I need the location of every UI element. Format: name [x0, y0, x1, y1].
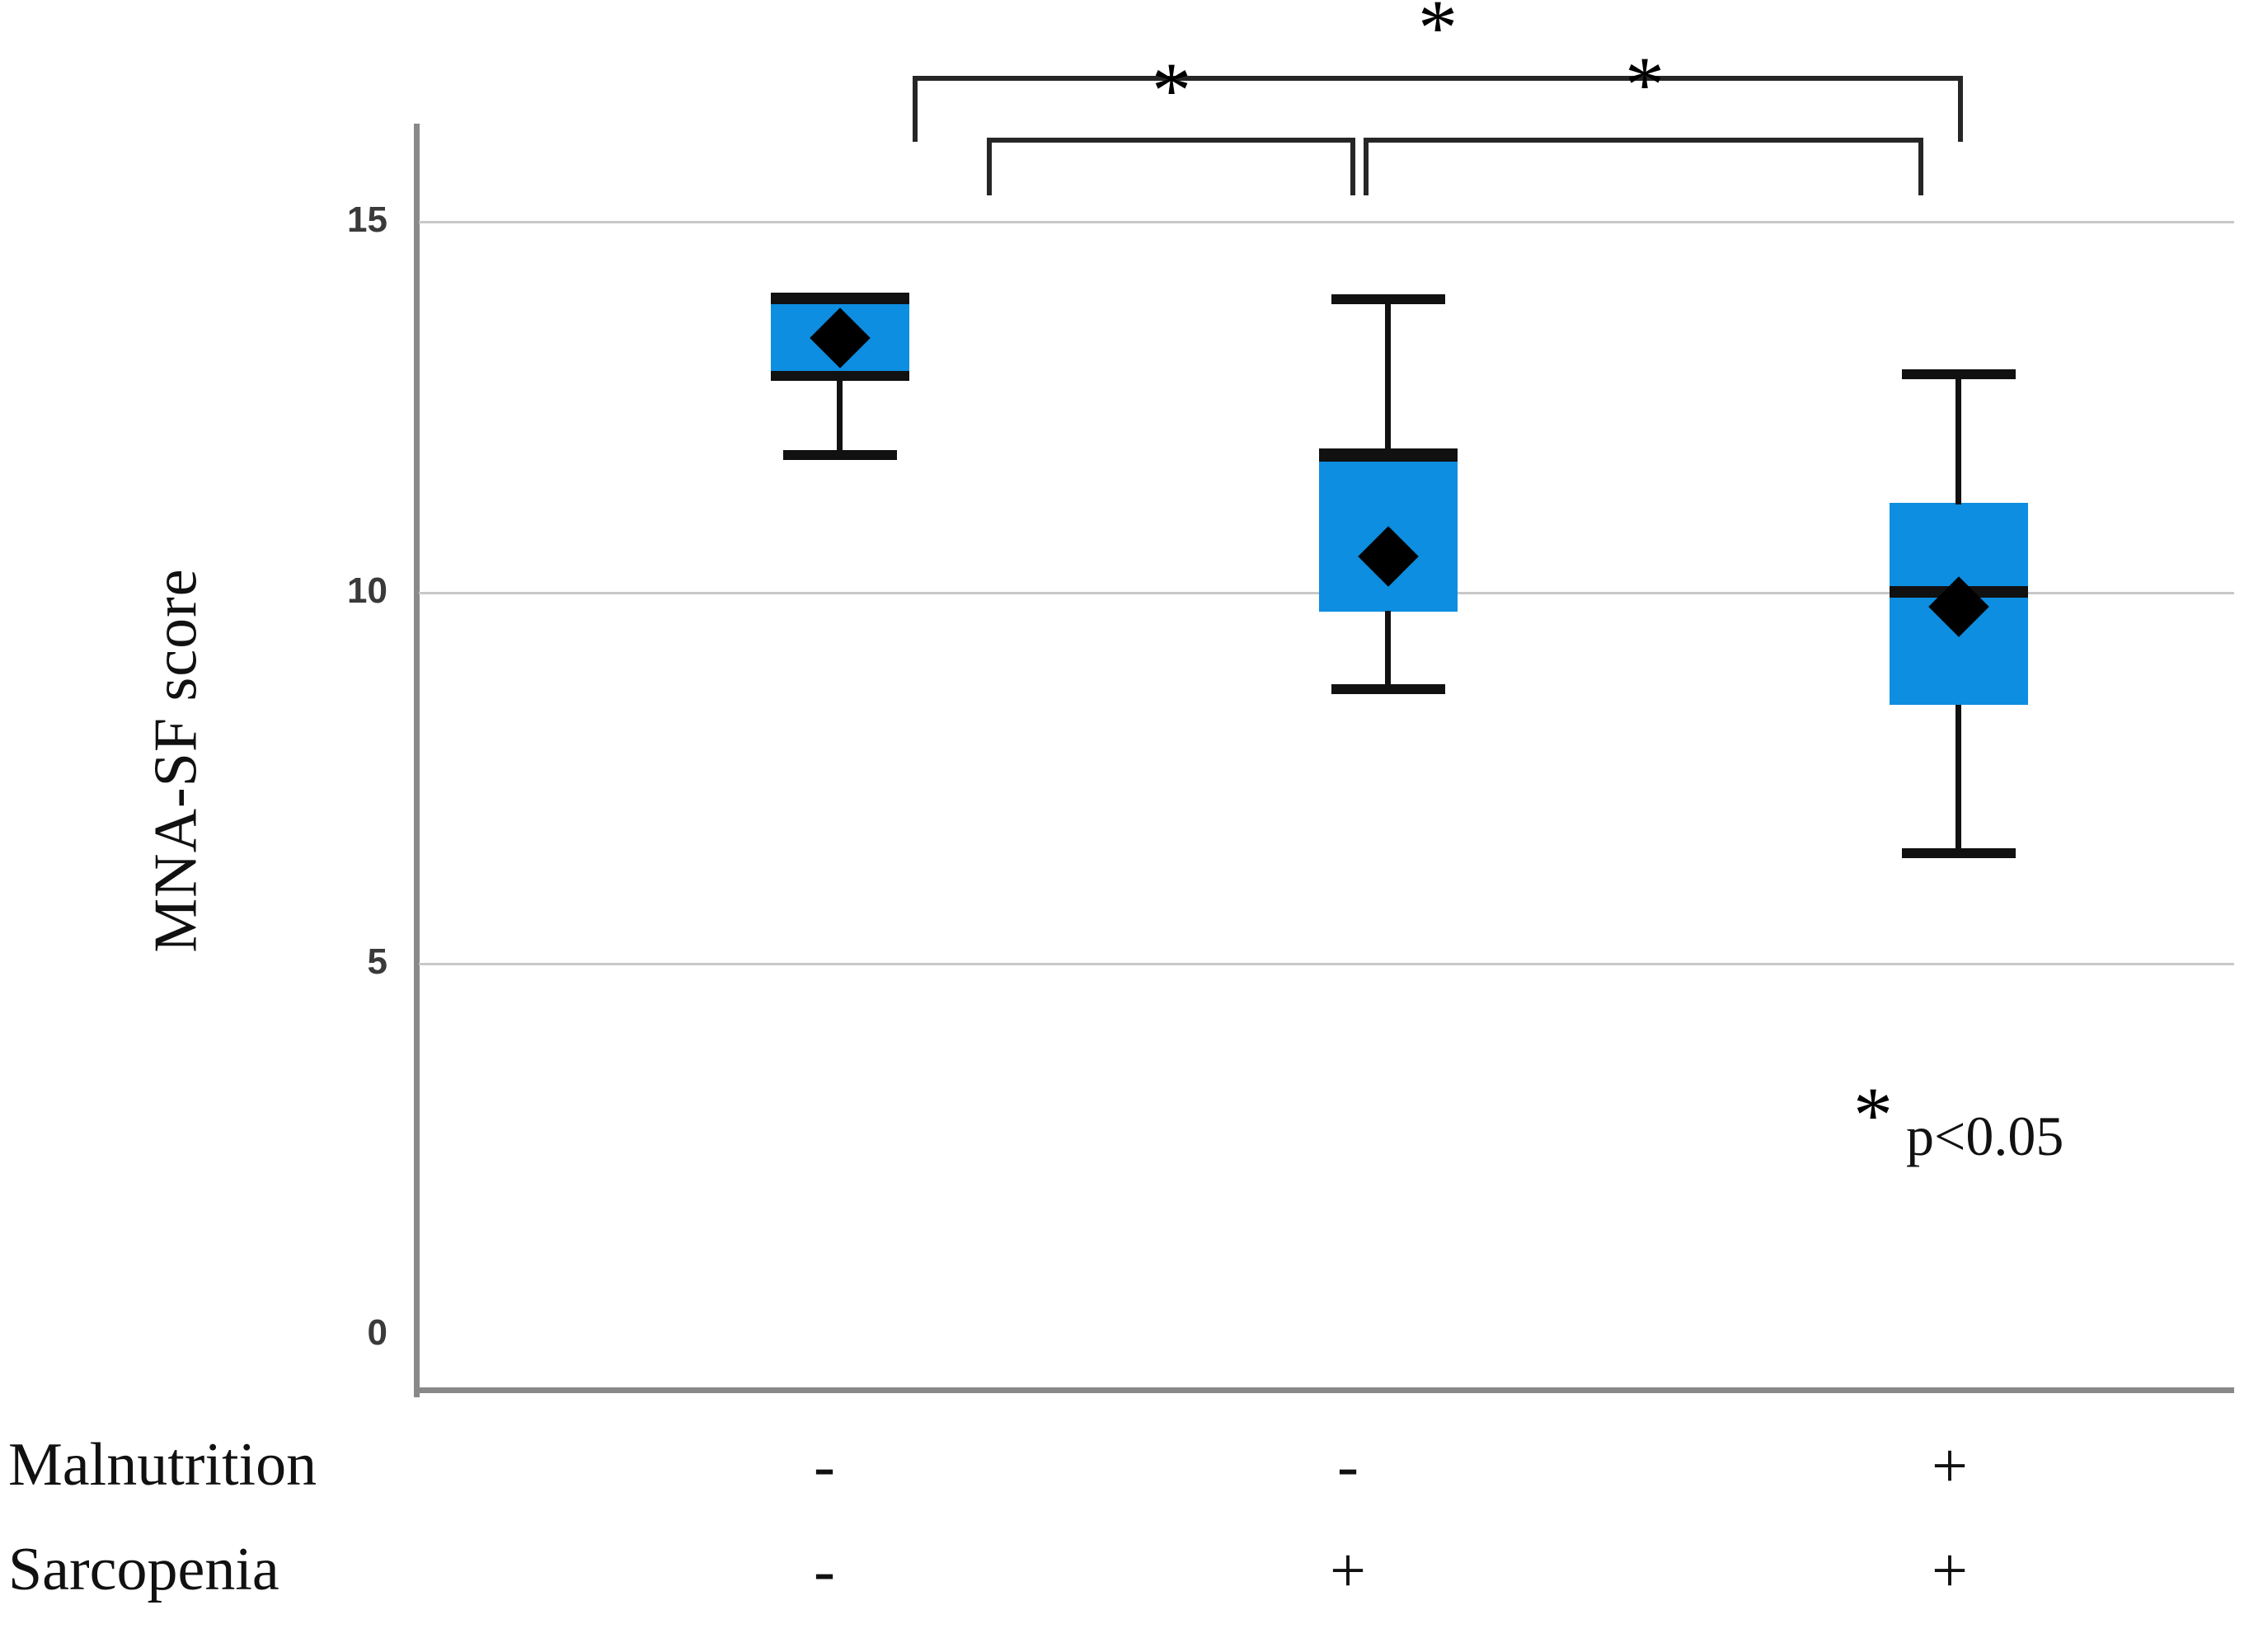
cell-malnutrition-group-1: - [814, 1429, 835, 1501]
significance-star-1-2: * [1152, 46, 1191, 134]
box-1-lower-whisker-stem [837, 378, 843, 455]
bracket-bar [913, 76, 1963, 81]
bracket-leg-left [1364, 138, 1369, 195]
row-label-malnutrition: Malnutrition [8, 1431, 317, 1499]
bracket-leg-left [987, 138, 992, 195]
box-3-lower-whisker-stem [1955, 705, 1961, 853]
cell-sarcopenia-group-2: + [1330, 1534, 1366, 1606]
plot-area [419, 221, 2234, 1392]
y-tick-label-5: 5 [367, 941, 387, 982]
box-1-lower-whisker-cap [783, 450, 897, 460]
significance-bracket-2-3 [1364, 138, 1923, 195]
box-2-lower-whisker-stem [1385, 611, 1391, 692]
cell-malnutrition-group-3: + [1932, 1429, 1968, 1501]
significance-bracket-1-2 [987, 138, 1355, 195]
bracket-bar [1364, 138, 1923, 143]
box-2-upper-whisker-cap [1331, 294, 1445, 304]
box-3-upper-whisker-cap [1902, 369, 2016, 379]
y-axis-title: MNA-SF score [142, 568, 210, 953]
legend-p-value-text: p<0.05 [1906, 1105, 2064, 1167]
significance-star-1-3: * [1418, 0, 1458, 72]
gridline-5 [419, 963, 2234, 965]
gridline-15 [419, 221, 2234, 223]
significance-star-2-3: * [1625, 40, 1664, 129]
cell-sarcopenia-group-1: - [814, 1534, 835, 1606]
y-axis-line [414, 124, 420, 1397]
x-axis-line [414, 1387, 2234, 1393]
chart-legend: * p<0.05 [1853, 1071, 2064, 1167]
box-1-bottom-edge [771, 371, 909, 381]
bracket-bar [987, 138, 1355, 143]
box-1-median-line [771, 293, 909, 304]
legend-asterisk-icon: * [1853, 1071, 1893, 1159]
box-3-lower-whisker-cap [1902, 848, 2016, 858]
y-tick-label-0: 0 [367, 1312, 387, 1353]
bracket-leg-right [1958, 76, 1963, 142]
significance-bracket-1-3 [913, 76, 1963, 142]
bracket-leg-right [1918, 138, 1923, 195]
box-2-lower-whisker-cap [1331, 684, 1445, 694]
bracket-leg-left [913, 76, 918, 142]
box-3-upper-whisker-stem [1955, 374, 1961, 505]
bracket-leg-right [1350, 138, 1355, 195]
y-tick-label-10: 10 [347, 570, 387, 611]
cell-malnutrition-group-2: - [1337, 1429, 1359, 1501]
box-2-upper-whisker-stem [1385, 299, 1391, 456]
box-2-median-line [1319, 448, 1458, 462]
cell-sarcopenia-group-3: + [1932, 1534, 1968, 1606]
y-tick-label-15: 15 [347, 199, 387, 240]
row-label-sarcopenia: Sarcopenia [8, 1536, 279, 1603]
